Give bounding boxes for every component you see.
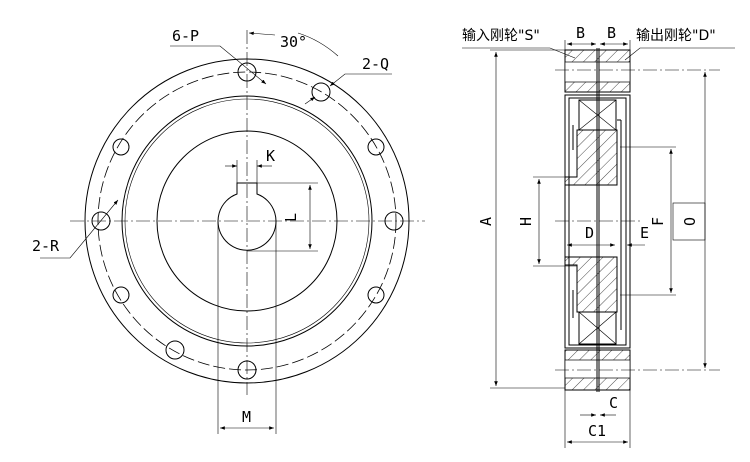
ring-circle-outer	[121, 95, 373, 347]
label-2-q: 2-Q	[362, 55, 389, 73]
label-b-left: B	[576, 24, 585, 42]
hole-r	[384, 211, 404, 231]
label-a: A	[477, 217, 495, 226]
label-e: E	[640, 224, 649, 242]
hole-p	[237, 62, 257, 82]
label-m: M	[242, 408, 251, 426]
side-view: 输入刚轮"S" B B 输出刚轮"D" A H D E F O C C1	[462, 24, 735, 448]
label-h: H	[517, 217, 535, 226]
hole-p	[112, 138, 130, 156]
hole-r	[91, 211, 111, 231]
bolt-holes	[91, 62, 404, 380]
label-b-right: B	[607, 24, 616, 42]
hole-q	[165, 340, 185, 360]
ring-circle-inner	[124, 98, 370, 344]
label-d: D	[585, 224, 594, 242]
hole-p	[367, 138, 385, 156]
label-input-spline: 输入刚轮"S"	[462, 28, 540, 44]
label-2-r: 2-R	[32, 237, 60, 255]
bolt-circle	[97, 71, 397, 371]
front-view: 6-P 30° 2-Q K L 2-R M	[32, 27, 425, 434]
outer-flange-circle	[84, 58, 410, 384]
label-6-p: 6-P	[172, 27, 199, 45]
hole-p	[237, 360, 257, 380]
label-c1: C1	[588, 422, 606, 440]
label-o: O	[681, 217, 699, 226]
hole-p	[367, 286, 385, 304]
label-angle: 30°	[280, 33, 307, 51]
keyed-bore	[217, 182, 277, 251]
label-k: K	[266, 147, 275, 165]
hole-q	[311, 82, 331, 102]
label-output-spline: 输出刚轮"D"	[636, 28, 716, 44]
hub-circle	[156, 130, 338, 312]
hole-p	[112, 286, 130, 304]
label-l: L	[282, 213, 300, 222]
label-c: C	[609, 394, 618, 412]
label-f: F	[649, 217, 667, 226]
